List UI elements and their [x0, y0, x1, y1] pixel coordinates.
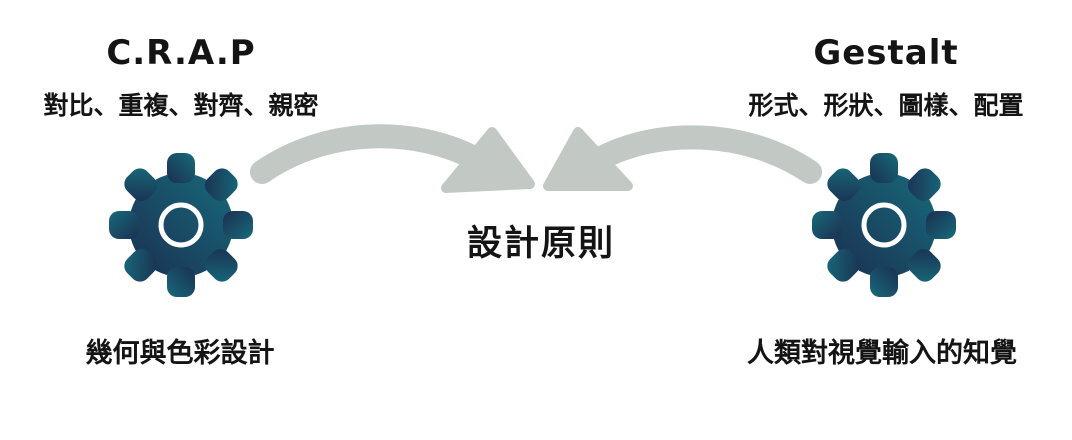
- right-subtitle: 形式、形狀、圖樣、配置: [748, 91, 1024, 120]
- left-bottom-label: 幾何與色彩設計: [85, 338, 275, 369]
- left-gear-icon: [109, 153, 253, 297]
- right-title: Gestalt: [813, 33, 959, 73]
- right-gear-icon: [812, 153, 956, 297]
- right-bottom-label: 人類對視覺輸入的知覺: [747, 338, 1017, 369]
- left-subtitle: 對比、重複、對齊、親密: [43, 91, 319, 120]
- right-arrow: [543, 125, 822, 191]
- left-arrow: [250, 124, 535, 193]
- left-title: C.R.A.P: [106, 33, 256, 73]
- center-label: 設計原則: [466, 224, 616, 264]
